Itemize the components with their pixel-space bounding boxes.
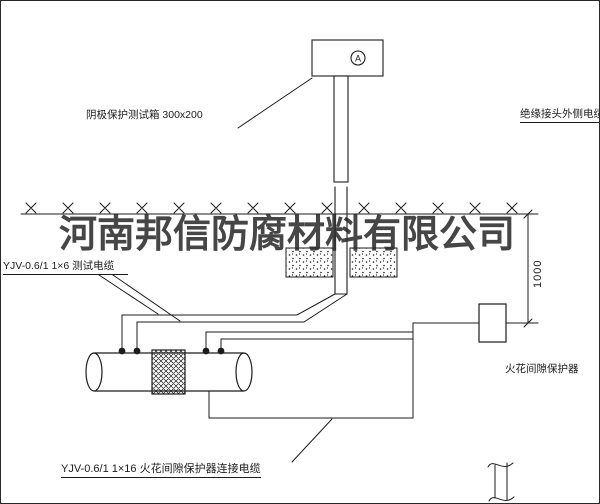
meter-letter: A [355,54,361,64]
label-protector-cable: YJV-0.6/1 1×16 火花间隙保护器连接电缆 [61,460,261,478]
cable-runs [121,293,480,419]
label-test-box: 阴极保护测试箱 300x200 [86,109,203,121]
spark-gap-protector-symbol [478,303,507,343]
leader-lines [98,77,333,463]
pipeline-symbol [85,349,253,395]
concrete-blocks [285,247,398,278]
dimension-line [506,209,539,328]
test-post-conduit [333,75,349,295]
label-spark-gap-protector: 火花间隙保护器 [505,363,579,375]
label-test-cable: YJV-0.6/1 1×6 测试电缆 [3,258,129,275]
ground-hatch-marks [25,202,518,214]
ground-line [20,202,523,215]
insulating-joint-wrap [151,349,186,395]
test-box-symbol: A [311,39,384,77]
pipe-break-symbol [487,462,515,502]
company-watermark: 河南邦信防腐材料有限公司 [59,214,516,256]
dimension-value: 1000 [532,259,544,288]
label-insulated-joint-cable: 绝缘接头外侧电缆 [520,106,599,123]
